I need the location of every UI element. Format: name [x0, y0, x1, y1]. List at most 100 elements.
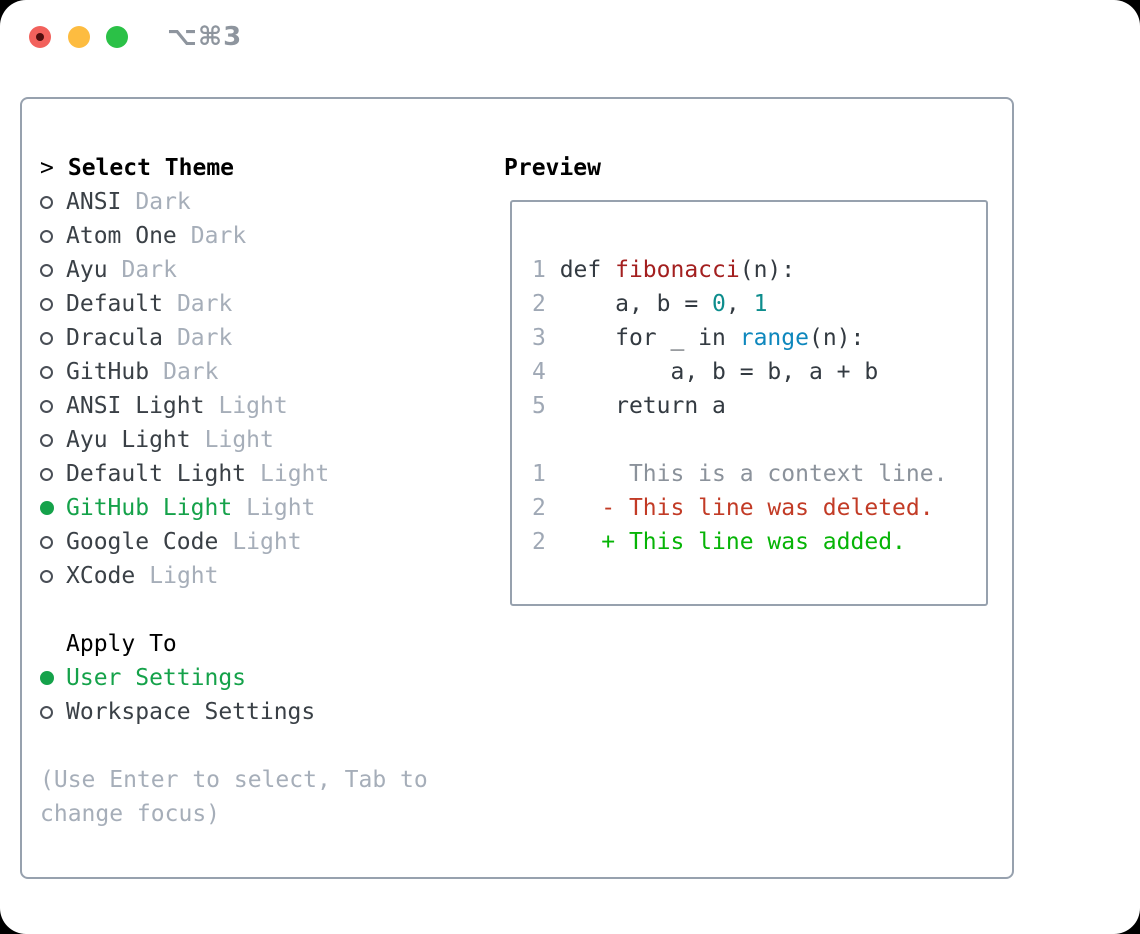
code-line: 1 This is a context line. [532, 457, 986, 491]
theme-option-ansi-light[interactable]: ANSI Light Light [40, 389, 490, 423]
select-theme-header: > Select Theme [40, 151, 490, 185]
code-segment-builtin: range [739, 325, 809, 351]
theme-option-label: Default [66, 291, 163, 317]
close-button[interactable] [29, 26, 51, 48]
theme-option-label: GitHub [66, 359, 150, 385]
theme-option-label: Default Light [66, 461, 247, 487]
code-segment-num: 2 [532, 495, 560, 521]
theme-option-label: ANSI [66, 189, 122, 215]
theme-option-default-light[interactable]: Default Light Light [40, 457, 490, 491]
theme-variant-label: Dark [176, 325, 233, 351]
preview-title: Preview [504, 155, 601, 181]
titlebar: ⌥⌘3 [0, 0, 1140, 75]
theme-option-label: Google Code [66, 529, 219, 555]
theme-option-atom-one[interactable]: Atom One Dark [40, 219, 490, 253]
radio-selected-icon [40, 671, 54, 685]
code-segment-number: 1 [753, 291, 768, 317]
hint-line-2: change focus) [40, 801, 221, 827]
radio-icon [40, 569, 53, 583]
apply-option-workspace-settings[interactable]: Workspace Settings [40, 695, 490, 729]
theme-option-label: XCode [66, 563, 136, 589]
spacer [40, 729, 490, 763]
theme-option-github-light[interactable]: GitHub Light Light [40, 491, 490, 525]
code-segment-context: This is a context line. [559, 461, 948, 487]
theme-option-ayu-light[interactable]: Ayu Light Light [40, 423, 490, 457]
theme-variant-label: Dark [190, 223, 247, 249]
radio-icon [40, 433, 53, 447]
code-segment-plain: (n): [808, 325, 865, 351]
minimize-button[interactable] [68, 26, 90, 48]
code-line: 5 return a [532, 389, 986, 423]
code-line: 4 a, b = b, a + b [532, 355, 986, 389]
code-line: 1 def fibonacci(n): [532, 253, 986, 287]
radio-icon [40, 399, 53, 413]
apply-option-label: Workspace Settings [66, 699, 316, 725]
theme-variant-label: Light [218, 393, 288, 419]
code-segment-num: 3 [532, 325, 560, 351]
radio-icon [40, 365, 53, 379]
code-segment-num: 1 [532, 461, 560, 487]
code-segment-plain: (n): [739, 257, 796, 283]
radio-icon [40, 297, 53, 311]
theme-option-default[interactable]: Default Dark [40, 287, 490, 321]
radio-icon [40, 705, 53, 719]
theme-variant-label: Dark [121, 257, 177, 283]
hint-line-1: (Use Enter to select, Tab to [40, 767, 428, 793]
code-line: 3 for _ in range(n): [532, 321, 986, 355]
theme-option-label: Atom One [66, 223, 177, 249]
code-segment-plain: def [559, 257, 616, 283]
zoom-button[interactable] [106, 26, 128, 48]
unsaved-dot-icon [36, 33, 44, 41]
keyboard-hint: (Use Enter to select, Tab to change focu… [40, 763, 490, 831]
code-segment-deleted: - This line was deleted. [559, 495, 934, 521]
code-segment-added: + This line was added. [559, 529, 906, 555]
code-segment-num: 1 [532, 257, 560, 283]
code-segment-plain: a, b = [559, 291, 713, 317]
theme-option-dracula[interactable]: Dracula Dark [40, 321, 490, 355]
theme-option-ansi[interactable]: ANSI Dark [40, 185, 490, 219]
code-segment-plain: return a [559, 393, 726, 419]
theme-option-label: GitHub Light [66, 495, 233, 521]
theme-variant-label: Dark [135, 189, 191, 215]
code-line: 2 - This line was deleted. [532, 491, 986, 525]
code-segment-num: 4 [532, 359, 560, 385]
apply-to-header: Apply To [66, 631, 177, 657]
radio-icon [40, 229, 53, 243]
theme-variant-label: Dark [163, 359, 219, 385]
theme-variant-label: Dark [176, 291, 233, 317]
theme-variant-label: Light [204, 427, 274, 453]
theme-option-github[interactable]: GitHub Dark [40, 355, 490, 389]
code-segment-plain: for _ in [559, 325, 740, 351]
code-segment-plain: , [725, 291, 754, 317]
theme-variant-label: Light [260, 461, 330, 487]
theme-option-google-code[interactable]: Google Code Light [40, 525, 490, 559]
theme-option-label: Ayu Light [66, 427, 191, 453]
radio-icon [40, 535, 53, 549]
apply-option-user-settings[interactable]: User Settings [40, 661, 490, 695]
code-line: 2 + This line was added. [532, 525, 986, 559]
spacer [40, 593, 490, 627]
theme-variant-label: Light [246, 495, 316, 521]
prompt-cursor-icon: > [40, 155, 54, 181]
theme-variant-label: Light [232, 529, 302, 555]
select-theme-title: Select Theme [67, 155, 235, 181]
code-segment-num: 5 [532, 393, 560, 419]
theme-option-label: Dracula [66, 325, 163, 351]
radio-icon [40, 467, 53, 481]
code-segment-plain: a, b = b, a + b [559, 359, 879, 385]
code-segment-num: 2 [532, 291, 560, 317]
window-shortcut-title: ⌥⌘3 [167, 22, 243, 52]
theme-option-label: ANSI Light [66, 393, 205, 419]
code-line: 2 a, b = 0, 1 [532, 287, 986, 321]
radio-icon [40, 331, 53, 345]
radio-selected-icon [40, 501, 54, 515]
